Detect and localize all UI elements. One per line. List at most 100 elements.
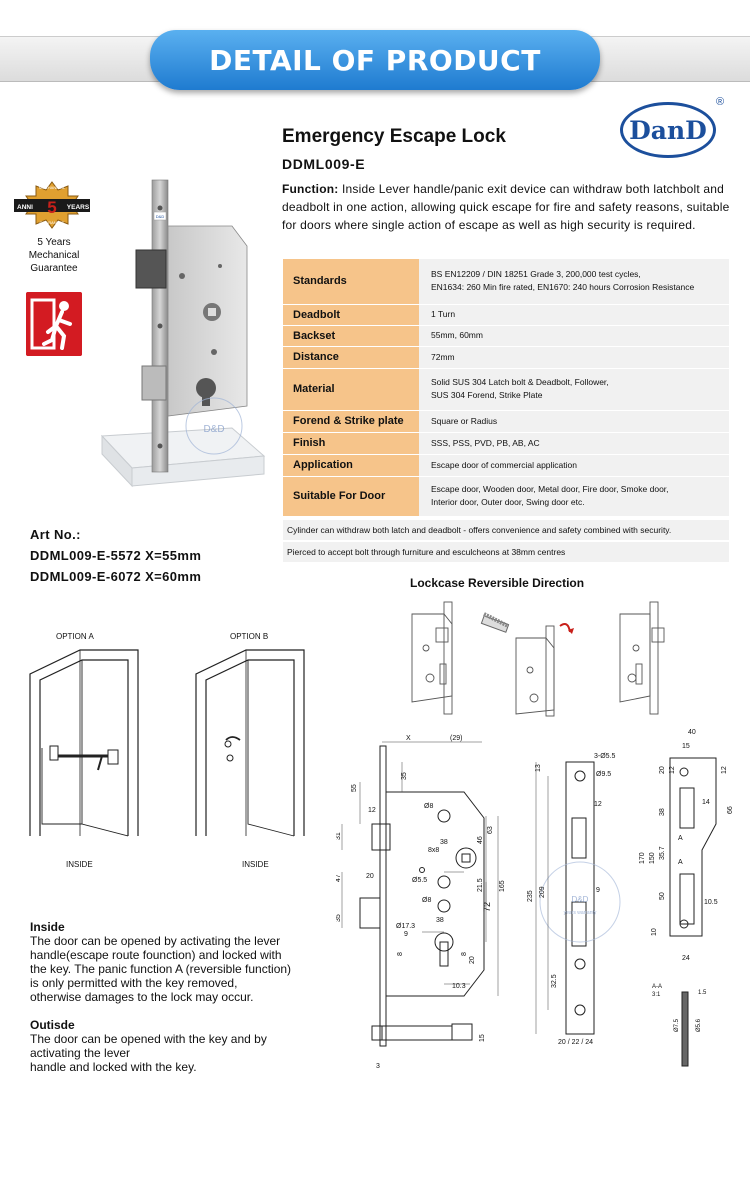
spec-row: Deadbolt 1 Turn xyxy=(283,304,729,326)
spec-key: Finish xyxy=(283,432,419,455)
outside-heading: Outisde xyxy=(30,1018,75,1032)
svg-text:GUARANTEE: GUARANTEE xyxy=(40,220,65,225)
spec-row: Distance 72mm xyxy=(283,346,729,369)
spec-row: Material Solid SUS 304 Latch bolt & Dead… xyxy=(283,368,729,411)
spec-value: 55mm, 60mm xyxy=(419,325,729,347)
guarantee-line: Mechanical xyxy=(28,250,80,261)
spec-value: Escape door, Wooden door, Metal door, Fi… xyxy=(419,476,729,517)
svg-text:170: 170 xyxy=(639,852,646,864)
function-text: Inside Lever handle/panic exit device ca… xyxy=(282,182,730,232)
emergency-exit-icon xyxy=(26,292,82,356)
svg-text:150: 150 xyxy=(649,852,656,864)
art-item: DDML009-E-5572 X=55mm xyxy=(30,548,202,563)
svg-text:46: 46 xyxy=(477,836,484,844)
svg-text:55: 55 xyxy=(351,784,358,792)
svg-text:165: 165 xyxy=(499,880,506,892)
svg-text:(29): (29) xyxy=(450,735,462,742)
svg-text:A: A xyxy=(678,859,683,866)
svg-text:20: 20 xyxy=(659,766,666,774)
brand-logo: DanD xyxy=(620,102,716,158)
section-aa-drawing: A-A 3:1 1.5 Ø7.5 Ø5.6 xyxy=(652,984,707,1067)
spec-row: Finish SSS, PSS, PVD, PB, AB, AC xyxy=(283,432,729,455)
svg-text:35: 35 xyxy=(336,914,342,922)
svg-text:8x8: 8x8 xyxy=(428,847,439,854)
svg-text:15: 15 xyxy=(479,1034,486,1042)
svg-text:8: 8 xyxy=(397,952,404,956)
spec-value: 1 Turn xyxy=(419,304,729,326)
spec-value: Solid SUS 304 Latch bolt & Deadbolt, Fol… xyxy=(419,368,729,411)
svg-text:Ø8: Ø8 xyxy=(424,803,433,810)
svg-text:8: 8 xyxy=(461,952,468,956)
spec-note: Cylinder can withdraw both latch and dea… xyxy=(283,520,729,540)
guarantee-line: 5 Years xyxy=(37,237,71,248)
reversible-title: Lockcase Reversible Direction xyxy=(410,576,585,590)
spec-row: Forend & Strike plate Square or Radius xyxy=(283,410,729,433)
svg-text:40: 40 xyxy=(688,729,696,736)
spec-key: Distance xyxy=(283,346,419,369)
svg-text:13: 13 xyxy=(535,764,542,772)
spec-value: 72mm xyxy=(419,346,729,369)
svg-text:3: 3 xyxy=(376,1063,380,1070)
svg-text:20: 20 xyxy=(469,956,476,964)
svg-text:31: 31 xyxy=(336,832,342,840)
svg-text:209: 209 xyxy=(539,886,546,898)
spec-key: Standards xyxy=(283,259,419,305)
inside-heading: Inside xyxy=(30,920,65,934)
spec-key: Application xyxy=(283,454,419,477)
svg-text:35.7: 35.7 xyxy=(659,846,666,860)
svg-text:63: 63 xyxy=(487,826,494,834)
svg-text:D&D: D&D xyxy=(572,895,589,904)
svg-text:D&D: D&D xyxy=(203,424,224,435)
guarantee-text: 5 Years Mechanical Guarantee xyxy=(14,236,94,275)
inside-paragraph: The door can be opened by activating the… xyxy=(30,934,292,1004)
spec-key: Suitable For Door xyxy=(283,476,419,517)
svg-text:MECHANICAL: MECHANICAL xyxy=(39,185,66,190)
svg-text:1.5: 1.5 xyxy=(698,990,707,996)
svg-text:20: 20 xyxy=(366,873,374,880)
svg-text:Ø17.3: Ø17.3 xyxy=(396,923,415,930)
product-model: DDML009-E xyxy=(282,156,366,172)
spec-table: Standards BS EN12209 / DIN 18251 Grade 3… xyxy=(283,259,729,517)
svg-text:Ø9.5: Ø9.5 xyxy=(596,771,611,778)
svg-text:years warranty: years warranty xyxy=(564,910,597,916)
spec-key: Forend & Strike plate xyxy=(283,410,419,433)
strike-plate-drawing: 40 15 20 12 12 38 14 66 170 150 35.7 A A… xyxy=(639,729,734,962)
svg-text:47: 47 xyxy=(336,874,342,882)
art-item: DDML009-E-6072 X=60mm xyxy=(30,569,202,584)
spec-row: Suitable For Door Escape door, Wooden do… xyxy=(283,476,729,517)
svg-text:3-Ø5.5: 3-Ø5.5 xyxy=(594,753,616,760)
svg-text:A-A: A-A xyxy=(652,984,662,990)
svg-text:14: 14 xyxy=(702,799,710,806)
svg-text:235: 235 xyxy=(527,890,534,902)
option-a-door xyxy=(29,649,139,837)
svg-text:20 / 22 / 24: 20 / 22 / 24 xyxy=(558,1039,593,1046)
art-label: Art No.: xyxy=(30,527,81,542)
inside-b-label: INSIDE xyxy=(242,860,269,869)
svg-text:66: 66 xyxy=(727,806,734,814)
banner-title: DETAIL OF PRODUCT xyxy=(209,43,541,77)
svg-text:5: 5 xyxy=(47,198,56,217)
svg-text:ANNI: ANNI xyxy=(17,204,33,211)
svg-text:21.5: 21.5 xyxy=(477,878,484,892)
svg-text:12: 12 xyxy=(368,807,376,814)
svg-text:Ø5.6: Ø5.6 xyxy=(696,1018,702,1032)
option-b-door xyxy=(195,649,305,837)
svg-text:24: 24 xyxy=(682,955,690,962)
inside-a-label: INSIDE xyxy=(66,860,93,869)
svg-text:A: A xyxy=(678,835,683,842)
svg-text:15: 15 xyxy=(682,743,690,750)
svg-text:YEARS: YEARS xyxy=(67,204,90,211)
brand-logo-text: DanD xyxy=(629,115,707,145)
product-function: Function: Inside Lever handle/panic exit… xyxy=(282,180,742,234)
spec-value: Square or Radius xyxy=(419,410,729,433)
lockcase-front-drawing: X(29) 55 35 12 31 Ø8 38 8x8 46 63 47 20 … xyxy=(336,735,506,1070)
svg-text:Ø7.5: Ø7.5 xyxy=(674,1018,680,1032)
svg-text:9: 9 xyxy=(596,887,600,894)
spec-row: Standards BS EN12209 / DIN 18251 Grade 3… xyxy=(283,259,729,305)
svg-text:38: 38 xyxy=(659,808,666,816)
svg-text:12: 12 xyxy=(594,801,602,808)
svg-text:38: 38 xyxy=(436,917,444,924)
svg-text:72: 72 xyxy=(482,902,492,912)
product-title: Emergency Escape Lock xyxy=(282,126,506,147)
spec-row: Backset 55mm, 60mm xyxy=(283,325,729,347)
